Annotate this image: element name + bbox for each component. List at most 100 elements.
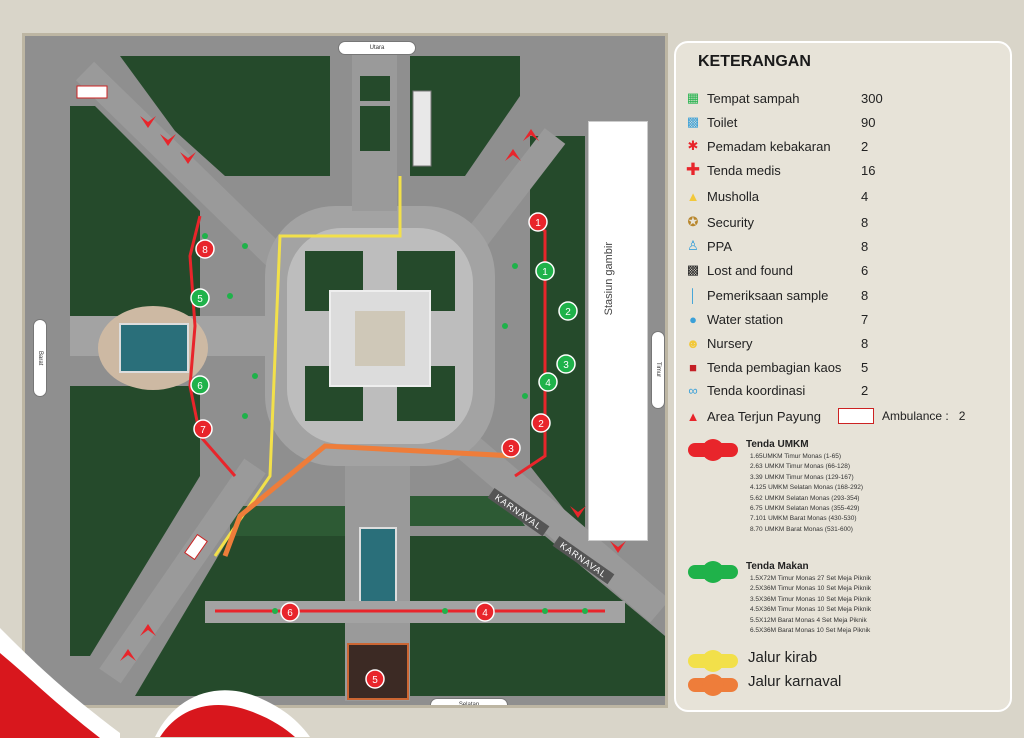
umkm-title: Tenda UMKM xyxy=(746,439,809,450)
legend-row-sample: │ Pemeriksaan sample 8 xyxy=(684,285,868,305)
north-block xyxy=(360,76,390,101)
kirab-swatch-dot xyxy=(702,650,724,672)
link-icon: ∞ xyxy=(688,382,698,398)
legend-count: 8 xyxy=(861,214,869,230)
security-badge-icon: ✪ xyxy=(687,214,699,229)
legend-label: Pemeriksaan sample xyxy=(707,287,829,303)
diag-road-nw xyxy=(75,61,290,271)
south-pool xyxy=(359,527,397,604)
makan-item: 4.5X36M Timur Monas 10 Set Meja Piknik xyxy=(750,606,872,614)
legend-row-medical: ✚ Tenda medis 16 xyxy=(684,160,876,180)
toilet-icon: ▩ xyxy=(686,114,700,129)
makan-list: 1.5X72M Timur Monas 27 Set Meja Piknik 2… xyxy=(750,574,871,636)
umkm-marker-3: 3 xyxy=(501,438,521,458)
legend-row-ppa: ♙ PPA 8 xyxy=(684,236,868,256)
legend-label: Tempat sampah xyxy=(707,90,800,106)
legend-count: 90 xyxy=(861,114,876,130)
legend-row-lost-found: ▩ Lost and found 6 xyxy=(684,260,868,280)
legend-label: Tenda koordinasi xyxy=(707,382,806,398)
mosque-icon: ▲ xyxy=(686,188,700,204)
svg-text:3: 3 xyxy=(508,444,514,455)
station-label: Stasiun gambir xyxy=(603,242,615,316)
svg-text:5: 5 xyxy=(197,294,203,305)
west-pool xyxy=(119,323,189,373)
karnaval-route xyxy=(222,443,516,557)
parachute-area-ne xyxy=(505,129,539,161)
medical-cross-icon: ✚ xyxy=(685,160,701,179)
makan-marker-4: 4 xyxy=(538,372,558,392)
umkm-item: 1.65UMKM Timur Monas (1-65) xyxy=(750,453,842,460)
legend-row-mosque: ▲ Musholla 4 xyxy=(684,186,869,206)
legend-count: 6 xyxy=(861,262,869,278)
parachute-area-nw xyxy=(140,116,196,164)
legend-label: Tenda pembagian kaos xyxy=(707,359,842,375)
legend-title: KETERANGAN xyxy=(698,53,811,70)
person-icon: ♙ xyxy=(687,238,699,253)
legend-count: 8 xyxy=(861,335,869,351)
makan-marker-2: 2 xyxy=(558,301,578,321)
legend-row-water: ● Water station 7 xyxy=(684,309,868,329)
svg-text:6: 6 xyxy=(197,381,203,392)
umkm-item: 7.101 UMKM Barat Monas (430-530) xyxy=(750,515,857,523)
umkm-item: 8.70 UMKM Barat Monas (531-600) xyxy=(750,525,853,533)
legend-label: Pemadam kebakaran xyxy=(707,138,831,154)
fire-extinguisher-icon: ✱ xyxy=(687,138,699,153)
legend-count: 16 xyxy=(861,162,876,178)
makan-item: 1.5X72M Timur Monas 27 Set Meja Piknik xyxy=(750,575,872,582)
umkm-marker-1: 1 xyxy=(528,212,548,232)
parachute-icon: ▲ xyxy=(686,408,700,424)
grass-block-nw xyxy=(120,56,330,176)
svg-text:4: 4 xyxy=(545,378,551,389)
grass-block-w xyxy=(70,106,200,346)
ambulance-label: Ambulance : xyxy=(882,409,949,423)
legend-label: Security xyxy=(707,214,754,230)
legend-label: Tenda medis xyxy=(707,162,781,178)
compass-north: Utara xyxy=(338,41,416,55)
umkm-marker-7: 7 xyxy=(193,419,213,439)
grass-block-mid-left xyxy=(230,506,345,536)
green-tent-dots xyxy=(202,233,588,614)
diag-road-se xyxy=(445,424,665,623)
makan-item: 6.5X36M Barat Monas 10 Set Meja Piknik xyxy=(750,627,871,635)
makan-item: 2.5X36M Timur Monas 10 Set Meja Piknik xyxy=(750,585,872,593)
svg-text:3: 3 xyxy=(563,360,569,371)
svg-text:7: 7 xyxy=(200,425,206,436)
legend-row-toilet: ▩ Toilet 90 xyxy=(684,112,876,132)
makan-marker-6: 6 xyxy=(190,375,210,395)
svg-text:2: 2 xyxy=(538,419,544,430)
test-tube-icon: │ xyxy=(688,287,698,303)
grass-block-sw xyxy=(70,386,200,656)
legend-row-tshirt: ■ Tenda pembagian kaos 5 xyxy=(684,357,868,377)
compass-south: Selatan xyxy=(430,698,508,705)
legend-row-extinguisher: ✱ Pemadam kebakaran 2 xyxy=(684,136,869,156)
makan-item: 5.5X12M Barat Monas 4 Set Meja Piknik xyxy=(750,616,867,624)
legend-count: 5 xyxy=(861,359,869,375)
parachute-area-sw xyxy=(120,624,156,661)
map-drawing: 1 2 3 4 5 6 7 8 1 2 3 4 5 6 xyxy=(70,51,665,701)
legend-label: PPA xyxy=(707,238,733,254)
legend-row-parachute: ▲ Area Terjun Payung xyxy=(684,406,821,426)
svg-text:1: 1 xyxy=(542,267,548,278)
svg-text:5: 5 xyxy=(372,675,378,686)
umkm-marker-6: 6 xyxy=(280,602,300,622)
legend-count: 8 xyxy=(861,238,869,254)
legend-row-security: ✪ Security 8 xyxy=(684,212,869,232)
ambulance-map-2 xyxy=(184,533,208,561)
umkm-list: 1.65UMKM Timur Monas (1-65) 2.63 UMKM Ti… xyxy=(750,452,863,535)
umkm-marker-2: 2 xyxy=(531,413,551,433)
flag-ribbon-right xyxy=(155,690,310,737)
karnaval-swatch-dot xyxy=(702,674,724,696)
kirab-route xyxy=(213,176,402,557)
umkm-item: 3.39 UMKM Timur Monas (129-167) xyxy=(750,473,854,481)
grass-block-e xyxy=(530,136,585,536)
legend-panel: KETERANGAN ▦ Tempat sampah 300 ▩ Toilet … xyxy=(674,41,1012,712)
baby-icon: ☻ xyxy=(686,335,700,351)
legend-count: 4 xyxy=(861,188,869,204)
umkm-item: 2.63 UMKM Timur Monas (66-128) xyxy=(750,463,851,471)
makan-marker-5: 5 xyxy=(190,288,210,308)
parachute-label: Area Terjun Payung xyxy=(707,408,821,424)
legend-row-coordination: ∞ Tenda koordinasi 2 xyxy=(684,380,868,400)
legend-label: Musholla xyxy=(707,188,760,204)
legend-row-trash: ▦ Tempat sampah 300 xyxy=(684,88,883,108)
site-map: 1 2 3 4 5 6 7 8 1 2 3 4 5 6 Utara Selata… xyxy=(22,33,668,708)
